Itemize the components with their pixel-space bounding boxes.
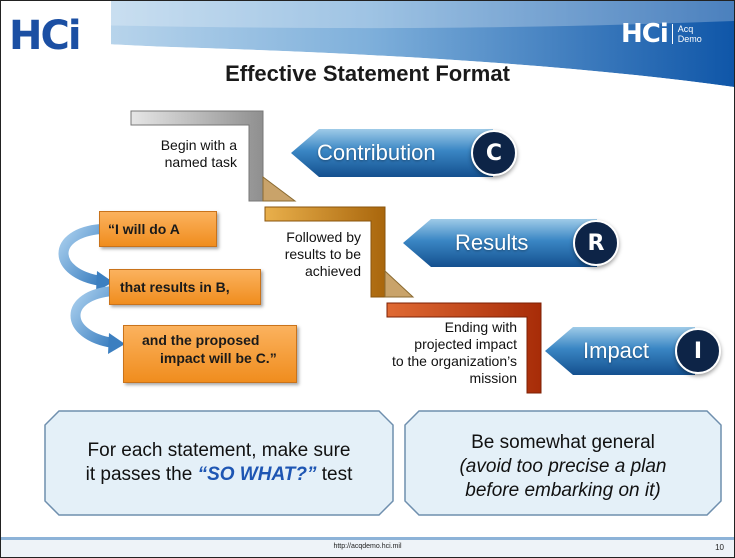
header-band <box>1 1 734 101</box>
contribution-label: Contribution C <box>291 130 531 176</box>
step-text-contribution: Begin with a named task <box>160 137 237 170</box>
demo-text: Demo <box>677 34 702 44</box>
slide-title: Effective Statement Format <box>225 61 510 86</box>
letter-r-icon: R <box>573 220 619 266</box>
triangle-contribution <box>262 176 297 202</box>
letter-i-icon: I <box>675 328 721 374</box>
callout-right-shape <box>404 410 722 516</box>
bracket-results <box>264 206 386 298</box>
footer-url: http://acqdemo.hci.mil <box>333 543 402 550</box>
impact-label: Impact I <box>545 328 734 374</box>
be-general-callout: Be somewhat general (avoid too precise a… <box>459 432 667 501</box>
acq-text: Acq <box>677 24 694 34</box>
triangle-results <box>384 269 415 298</box>
pill-impact-shape <box>545 327 695 375</box>
footer: http://acqdemo.hci.mil 10 <box>1 535 734 557</box>
hci-logo: HCi <box>9 13 82 59</box>
example-box-2: that results in B, <box>109 269 261 305</box>
example-box-3: and the proposed impact will be C.” <box>123 325 297 383</box>
pill-contribution-shape <box>291 129 493 177</box>
curved-arrow-1 <box>58 224 106 286</box>
hci-logo-small: HCi <box>621 19 669 49</box>
page-number: 10 <box>715 543 724 552</box>
step-text-impact: Ending with projected impact to the orga… <box>391 319 517 386</box>
bracket-impact <box>386 302 542 394</box>
step-text-results: Followed by results to be achieved <box>284 229 361 279</box>
bracket-contribution <box>130 110 264 202</box>
hci-acqdemo-logo: HCi Acq Demo <box>621 19 702 49</box>
example-box-1: “I will do A <box>99 211 217 247</box>
letter-c-icon: C <box>471 130 517 176</box>
results-label: Results R <box>403 220 643 266</box>
pill-results-shape <box>403 219 597 267</box>
curved-arrow-2 <box>70 286 118 348</box>
so-what-callout: For each statement, make sure it passes … <box>85 440 353 485</box>
acqdemo-logo-text: Acq Demo <box>671 24 702 44</box>
callout-left-shape <box>44 410 394 516</box>
